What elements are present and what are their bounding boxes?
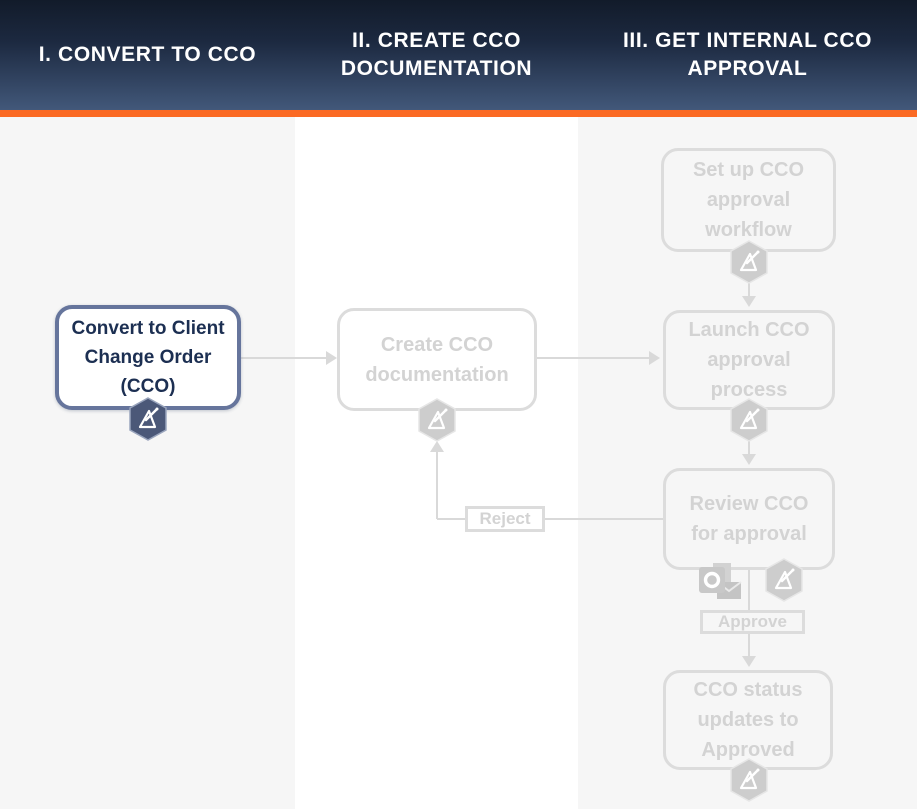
node-review-cco-for-approval[interactable]: Review CCO for approval bbox=[663, 468, 835, 570]
phase-header-2-label: II. Create CCO Documentation bbox=[340, 29, 533, 80]
phase-header-3-label: III. Get Internal CCO Approval bbox=[622, 29, 873, 80]
edge-label-reject-text: Reject bbox=[479, 509, 531, 528]
edge-label-reject: Reject bbox=[465, 506, 545, 532]
phase-header-2: II. Create CCO Documentation bbox=[295, 0, 578, 110]
arrowhead-into-createdoc bbox=[326, 351, 337, 365]
connector-convert-to-createdoc bbox=[240, 357, 327, 359]
arrowhead-into-launch-top bbox=[742, 296, 756, 307]
node-convert-to-cco-label: Convert to Client Change Order (CCO) bbox=[71, 318, 225, 397]
connector-createdoc-to-launch bbox=[537, 357, 650, 359]
node-create-cco-documentation[interactable]: Create CCO documentation bbox=[337, 308, 537, 411]
connector-review-to-reject bbox=[437, 518, 663, 520]
drafting-compass-hexagon-icon bbox=[129, 397, 167, 441]
phase-header-bar bbox=[0, 0, 917, 110]
node-cco-status-updates-to-approved-label: CCO status updates to Approved bbox=[693, 679, 803, 761]
accent-divider bbox=[0, 110, 917, 117]
arrowhead-into-review-top bbox=[742, 454, 756, 465]
edge-label-approve: Approve bbox=[700, 610, 805, 634]
connector-setup-to-launch bbox=[748, 283, 750, 297]
node-setup-cco-approval-workflow-label: Set up CCO approval workflow bbox=[692, 159, 805, 241]
drafting-compass-hexagon-icon bbox=[730, 240, 768, 284]
outlook-mail-icon bbox=[697, 557, 743, 603]
node-review-cco-for-approval-label: Review CCO for approval bbox=[689, 493, 809, 545]
arrowhead-into-launch bbox=[649, 351, 660, 365]
connector-launch-to-review bbox=[748, 441, 750, 455]
node-launch-cco-approval-process[interactable]: Launch CCO approval process bbox=[663, 310, 835, 410]
drafting-compass-hexagon-icon bbox=[730, 398, 768, 442]
edge-label-approve-text: Approve bbox=[718, 612, 787, 631]
node-create-cco-documentation-label: Create CCO documentation bbox=[365, 333, 509, 386]
connector-approve-label-to-status bbox=[748, 633, 750, 657]
arrowhead-into-createdoc-badge bbox=[430, 441, 444, 452]
drafting-compass-hexagon-icon bbox=[765, 558, 803, 602]
node-convert-to-cco[interactable]: Convert to Client Change Order (CCO) bbox=[55, 305, 241, 410]
node-setup-cco-approval-workflow[interactable]: Set up CCO approval workflow bbox=[661, 148, 836, 252]
arrowhead-into-status-top bbox=[742, 656, 756, 667]
node-cco-status-updates-to-approved[interactable]: CCO status updates to Approved bbox=[663, 670, 833, 770]
phase-header-1: I. Convert to CCO bbox=[0, 0, 295, 110]
connector-reject-up-to-createdoc bbox=[436, 452, 438, 519]
phase-header-3: III. Get Internal CCO Approval bbox=[578, 0, 917, 110]
connector-review-to-approve-label bbox=[748, 570, 750, 611]
node-launch-cco-approval-process-label: Launch CCO approval process bbox=[688, 319, 810, 401]
drafting-compass-hexagon-icon bbox=[730, 758, 768, 802]
drafting-compass-hexagon-icon bbox=[418, 398, 456, 442]
phase-header-1-label: I. Convert to CCO bbox=[38, 43, 257, 66]
